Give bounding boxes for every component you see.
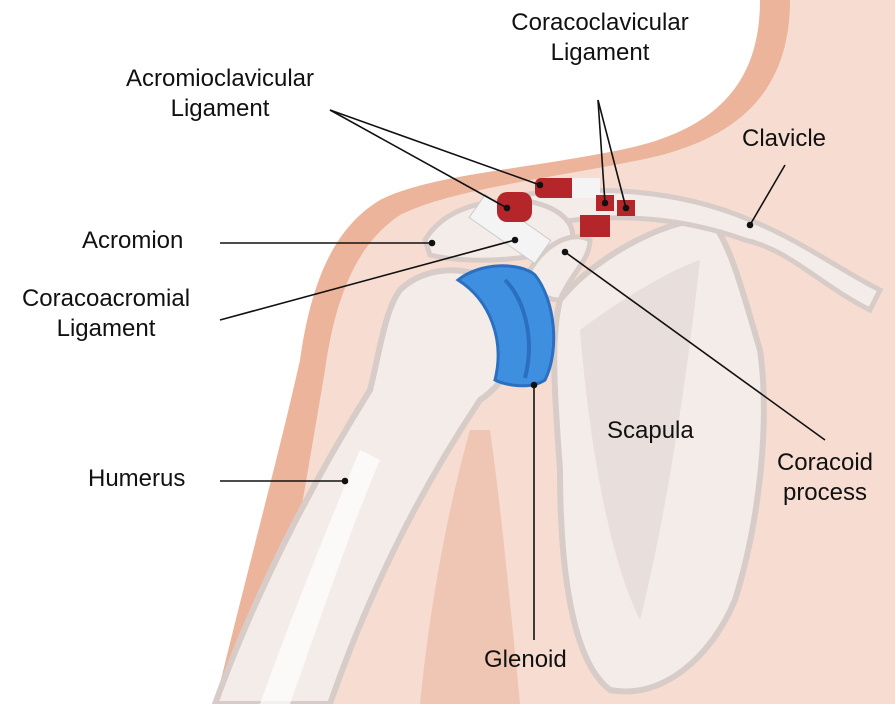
label-line: Coracoclavicular [511, 9, 689, 36]
acromioclavicular-ligament-lower [497, 192, 532, 222]
label-line: Ligament [550, 39, 650, 66]
label-line: Ligament [170, 95, 270, 122]
label-glenoid: Glenoid [484, 646, 567, 673]
label-acromioclavicular-ligament: Acromioclavicular Ligament [100, 64, 340, 124]
label-coracoacromial-ligament: Coracoacromial Ligament [0, 284, 212, 344]
label-scapula: Scapula [607, 417, 694, 444]
label-line: Coracoacromial [21, 285, 191, 312]
label-acromion: Acromion [82, 227, 184, 254]
clavicle-bone [515, 187, 884, 314]
label-clavicle: Clavicle [742, 125, 827, 152]
label-coracoclavicular-ligament: Coracoclavicular Ligament [470, 8, 730, 68]
label-line: Ligament [56, 315, 156, 342]
armpit-shadow [420, 430, 520, 704]
label-line: Coracoid [776, 449, 874, 476]
coracoclavicular-ligament-3 [580, 215, 610, 237]
leader-lines [219, 99, 826, 640]
label-coracoid-process: Coracoid process [760, 448, 890, 508]
label-line: process [782, 479, 868, 506]
label-humerus: Humerus [88, 465, 186, 492]
label-line: Acromioclavicular [125, 65, 315, 92]
